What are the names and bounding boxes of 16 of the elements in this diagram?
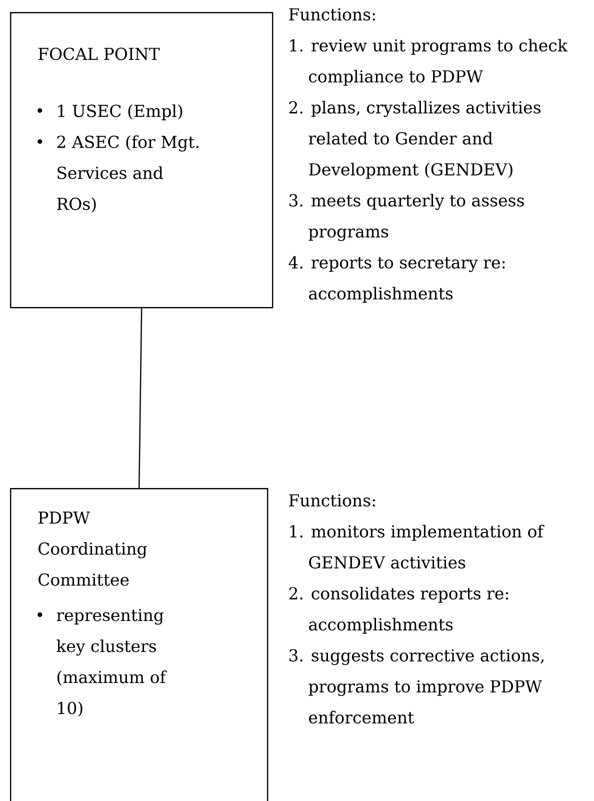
committee-box: [10, 12, 274, 308]
function-item: 2. consolidates reports re: accomplishments: [289, 586, 508, 634]
function-item: 1. monitors implementation of GENDEV activities: [290, 524, 544, 569]
function-item: 3. suggests corrective actions, programs to improve PDPW enforcement: [289, 649, 544, 724]
connector-line: [138, 308, 142, 488]
functions-heading: Functions:: [289, 494, 375, 507]
bullet-item: 2 ASEC (for Mgt. Services and ROs): [57, 135, 198, 212]
function-item: 1. review unit programs to check compliance to PDPW: [290, 38, 568, 86]
bullet-item: representing key clusters (maximum of 10): [56, 608, 167, 717]
box-title: FOCAL POINT: [38, 48, 160, 60]
function-item: 4. reports to secretary re: accomplishments: [288, 256, 505, 303]
function-item: 2. plans, crystallizes activities related to Gender and Development (GENDEV): [289, 100, 540, 179]
functions-heading: Functions:: [289, 8, 375, 21]
function-item: 3. meets quarterly to assess programs: [289, 194, 524, 242]
committee-box: [10, 488, 268, 801]
bullet-item: 1 USEC (Empl): [58, 104, 182, 120]
